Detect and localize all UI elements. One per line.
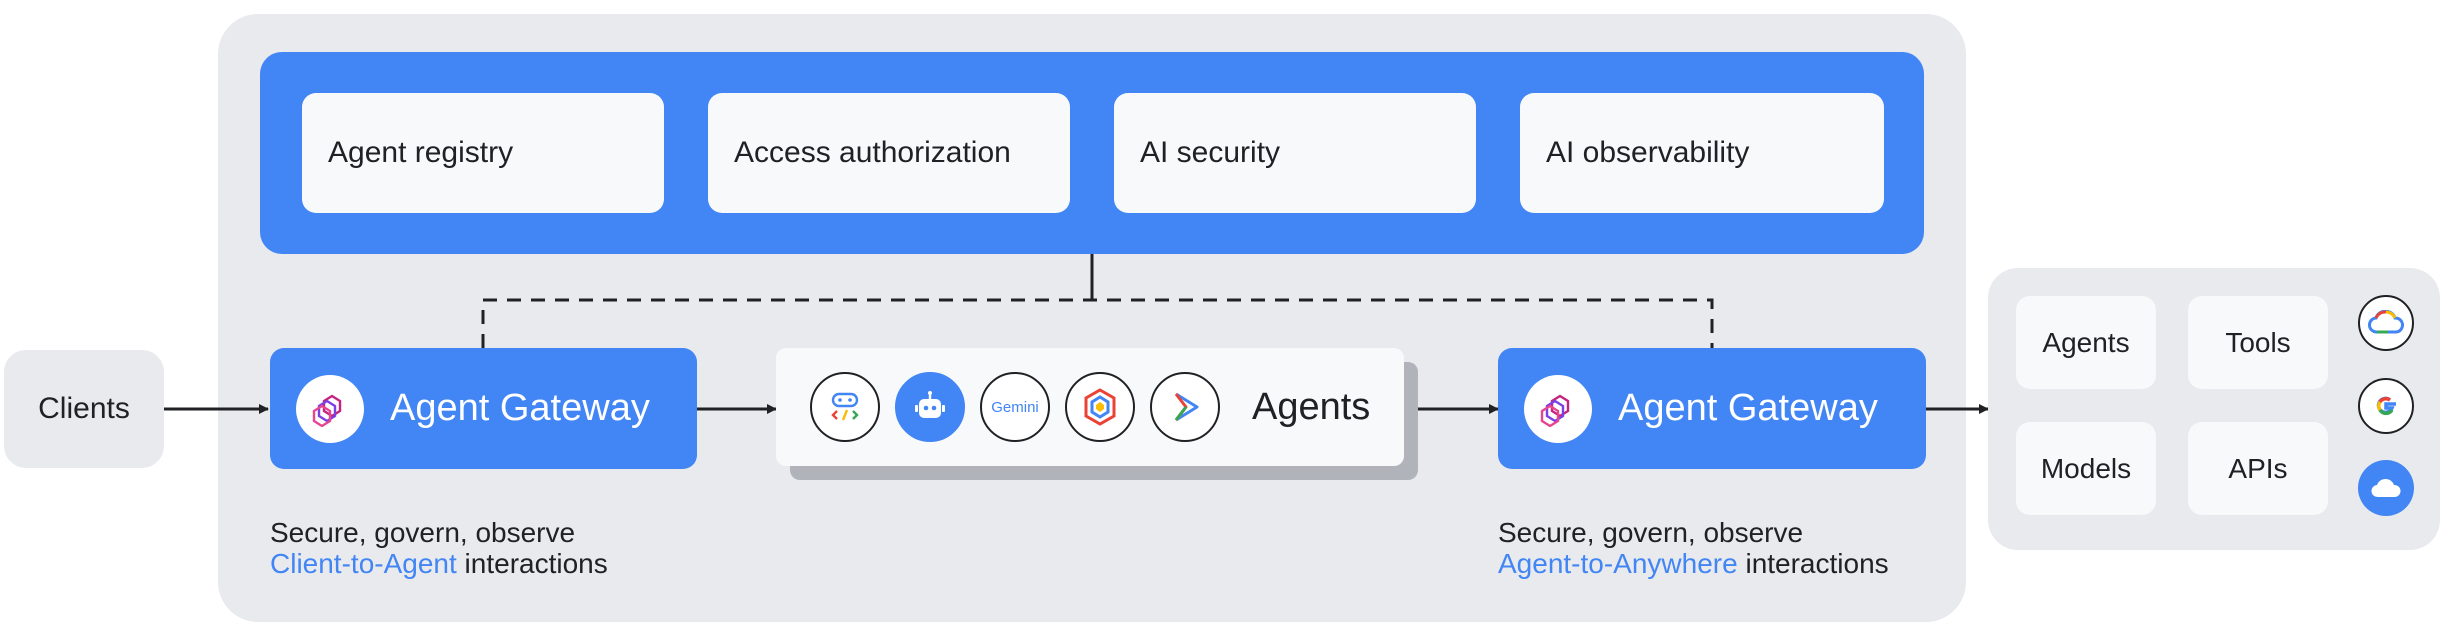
destination-agents[interactable]: Agents — [2016, 296, 2156, 389]
agent-gateway-client-label: Agent Gateway — [390, 387, 650, 429]
cloud-icon — [2358, 460, 2414, 516]
dashed-policy-line — [481, 298, 1714, 348]
capability-agent-registry[interactable]: Agent registry — [302, 93, 664, 213]
client-gateway-caption: Secure, govern, observe Client-to-Agent … — [270, 517, 608, 579]
capability-ai-observability[interactable]: AI observability — [1520, 93, 1884, 213]
google-icon — [2358, 378, 2414, 434]
agent-gateway-anywhere[interactable]: Agent Gateway — [1498, 348, 1926, 469]
destination-apis[interactable]: APIs — [2188, 422, 2328, 515]
client-to-agent-highlight: Client-to-Agent — [270, 548, 457, 579]
agents-box[interactable]: Gemini Agents — [776, 348, 1404, 466]
agent-gateway-anywhere-label: Agent Gateway — [1618, 387, 1878, 429]
agent-to-anywhere-highlight: Agent-to-Anywhere — [1498, 548, 1738, 579]
anywhere-gateway-caption: Secure, govern, observe Agent-to-Anywher… — [1498, 517, 1889, 579]
code-agent-icon — [810, 372, 880, 442]
google-cloud-icon — [2358, 295, 2414, 351]
agent-gateway-client[interactable]: Agent Gateway — [270, 348, 697, 469]
hexagon-agent-icon — [1065, 372, 1135, 442]
clients-box[interactable]: Clients — [4, 350, 164, 468]
gemini-icon: Gemini — [980, 372, 1050, 442]
agent-gateway-logo-icon — [1524, 374, 1592, 443]
agents-label: Agents — [1252, 385, 1371, 428]
play-arrow-icon — [1150, 372, 1220, 442]
destination-tools[interactable]: Tools — [2188, 296, 2328, 389]
capability-ai-security[interactable]: AI security — [1114, 93, 1476, 213]
destination-models[interactable]: Models — [2016, 422, 2156, 515]
agent-gateway-logo-icon — [296, 374, 364, 443]
robot-icon — [895, 372, 965, 442]
capability-access-authorization[interactable]: Access authorization — [708, 93, 1070, 213]
